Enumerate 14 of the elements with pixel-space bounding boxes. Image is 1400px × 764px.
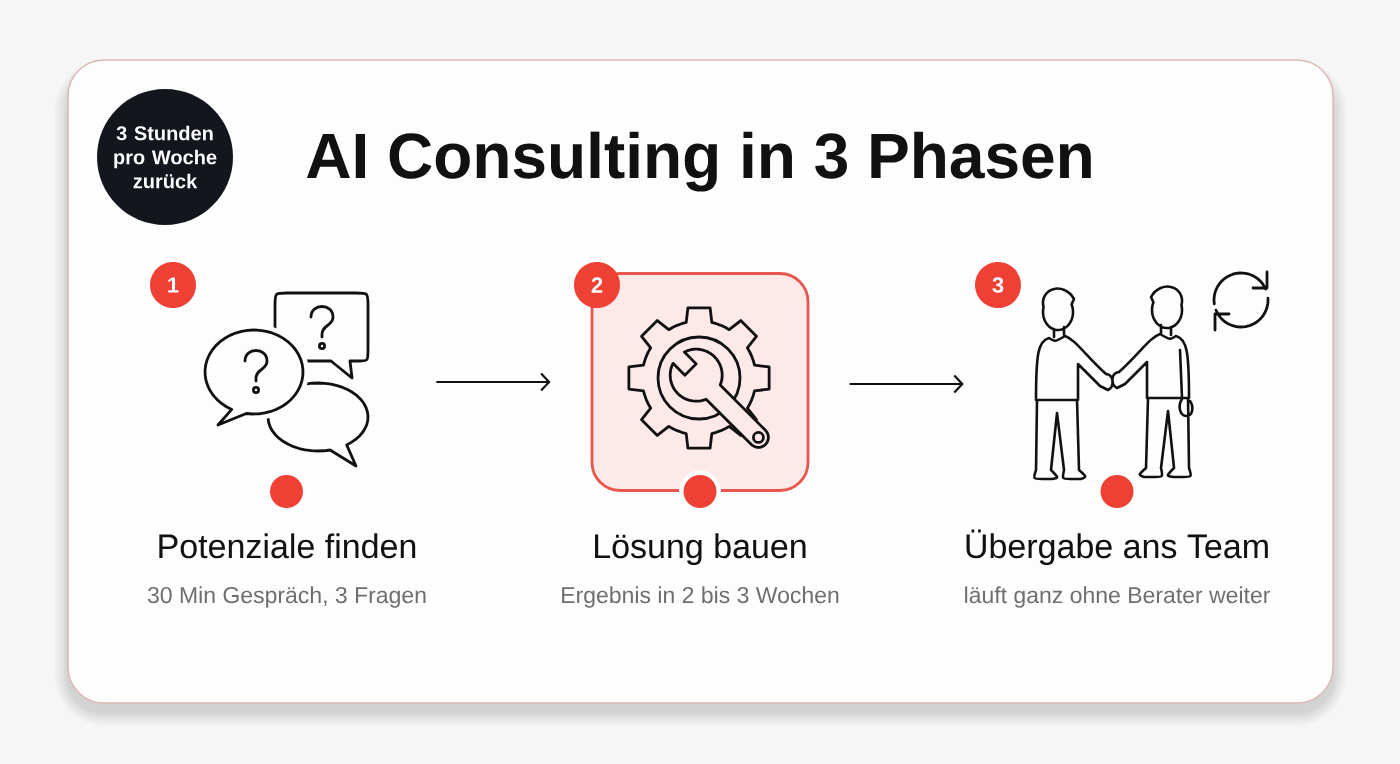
step-description: läuft ganz ohne Berater weiter xyxy=(965,586,1270,608)
arrow xyxy=(436,372,551,392)
step-title: Potenziale finden xyxy=(159,533,416,559)
step-title: Übergabe ans Team xyxy=(966,529,1268,566)
number-badge: 1 xyxy=(150,262,196,308)
number-badge: 2 xyxy=(574,262,620,308)
number-badge: 3 xyxy=(975,262,1021,308)
handshake-icon xyxy=(1032,285,1194,481)
arrow xyxy=(849,374,964,394)
step-title: Lösung bauen xyxy=(595,533,806,566)
title: AI Consulting in 3 Phasen xyxy=(306,131,1091,192)
step-description: 30 Min Gespräch, 3 Fragen xyxy=(147,586,426,608)
step-description: Ergebnis in 2 bis 3 Wochen xyxy=(562,586,839,608)
circle-badge: 3 Stunden pro Woche zurück xyxy=(97,89,233,225)
